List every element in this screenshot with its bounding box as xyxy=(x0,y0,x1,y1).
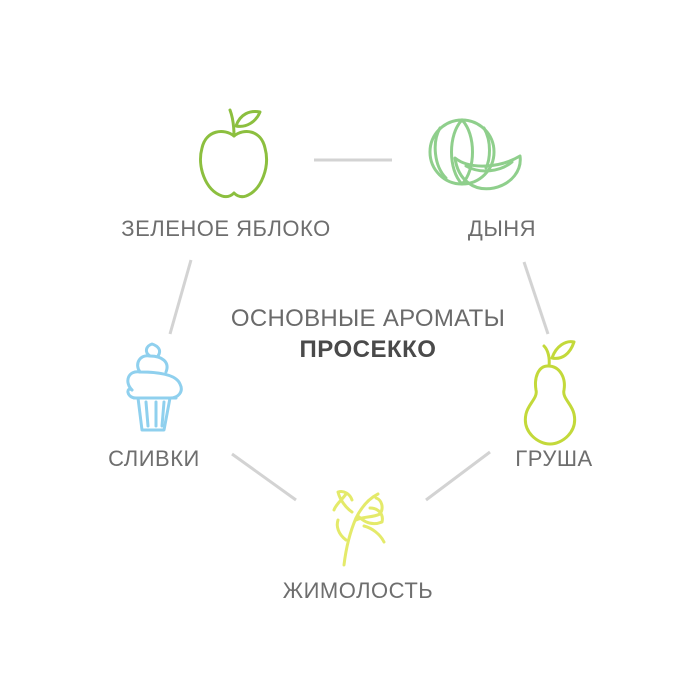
aroma-label-honeysuckle: ЖИМОЛОСТЬ xyxy=(282,578,434,603)
ice-cream-icon xyxy=(126,342,183,432)
apple-icon xyxy=(199,108,268,199)
aroma-label-cream: СЛИВКИ xyxy=(108,446,200,471)
diagram-title: ОСНОВНЫЕ АРОМАТЫ xyxy=(230,305,506,332)
aroma-label-pear: ГРУША xyxy=(515,446,593,471)
connector-honeysuckle-cream xyxy=(231,452,297,502)
melon-icon xyxy=(428,118,522,191)
connector-cream-apple xyxy=(168,259,193,335)
aroma-label-melon: ДЫНЯ xyxy=(467,216,537,241)
connector-melon-pear xyxy=(522,261,550,335)
connector-pear-honeysuckle xyxy=(425,450,491,502)
diagram-subtitle: ПРОСЕККО xyxy=(299,336,437,363)
pear-icon xyxy=(523,340,577,446)
aroma-label-green-apple: ЗЕЛЕНОЕ ЯБЛОКО xyxy=(121,216,331,241)
honeysuckle-icon xyxy=(332,490,386,567)
